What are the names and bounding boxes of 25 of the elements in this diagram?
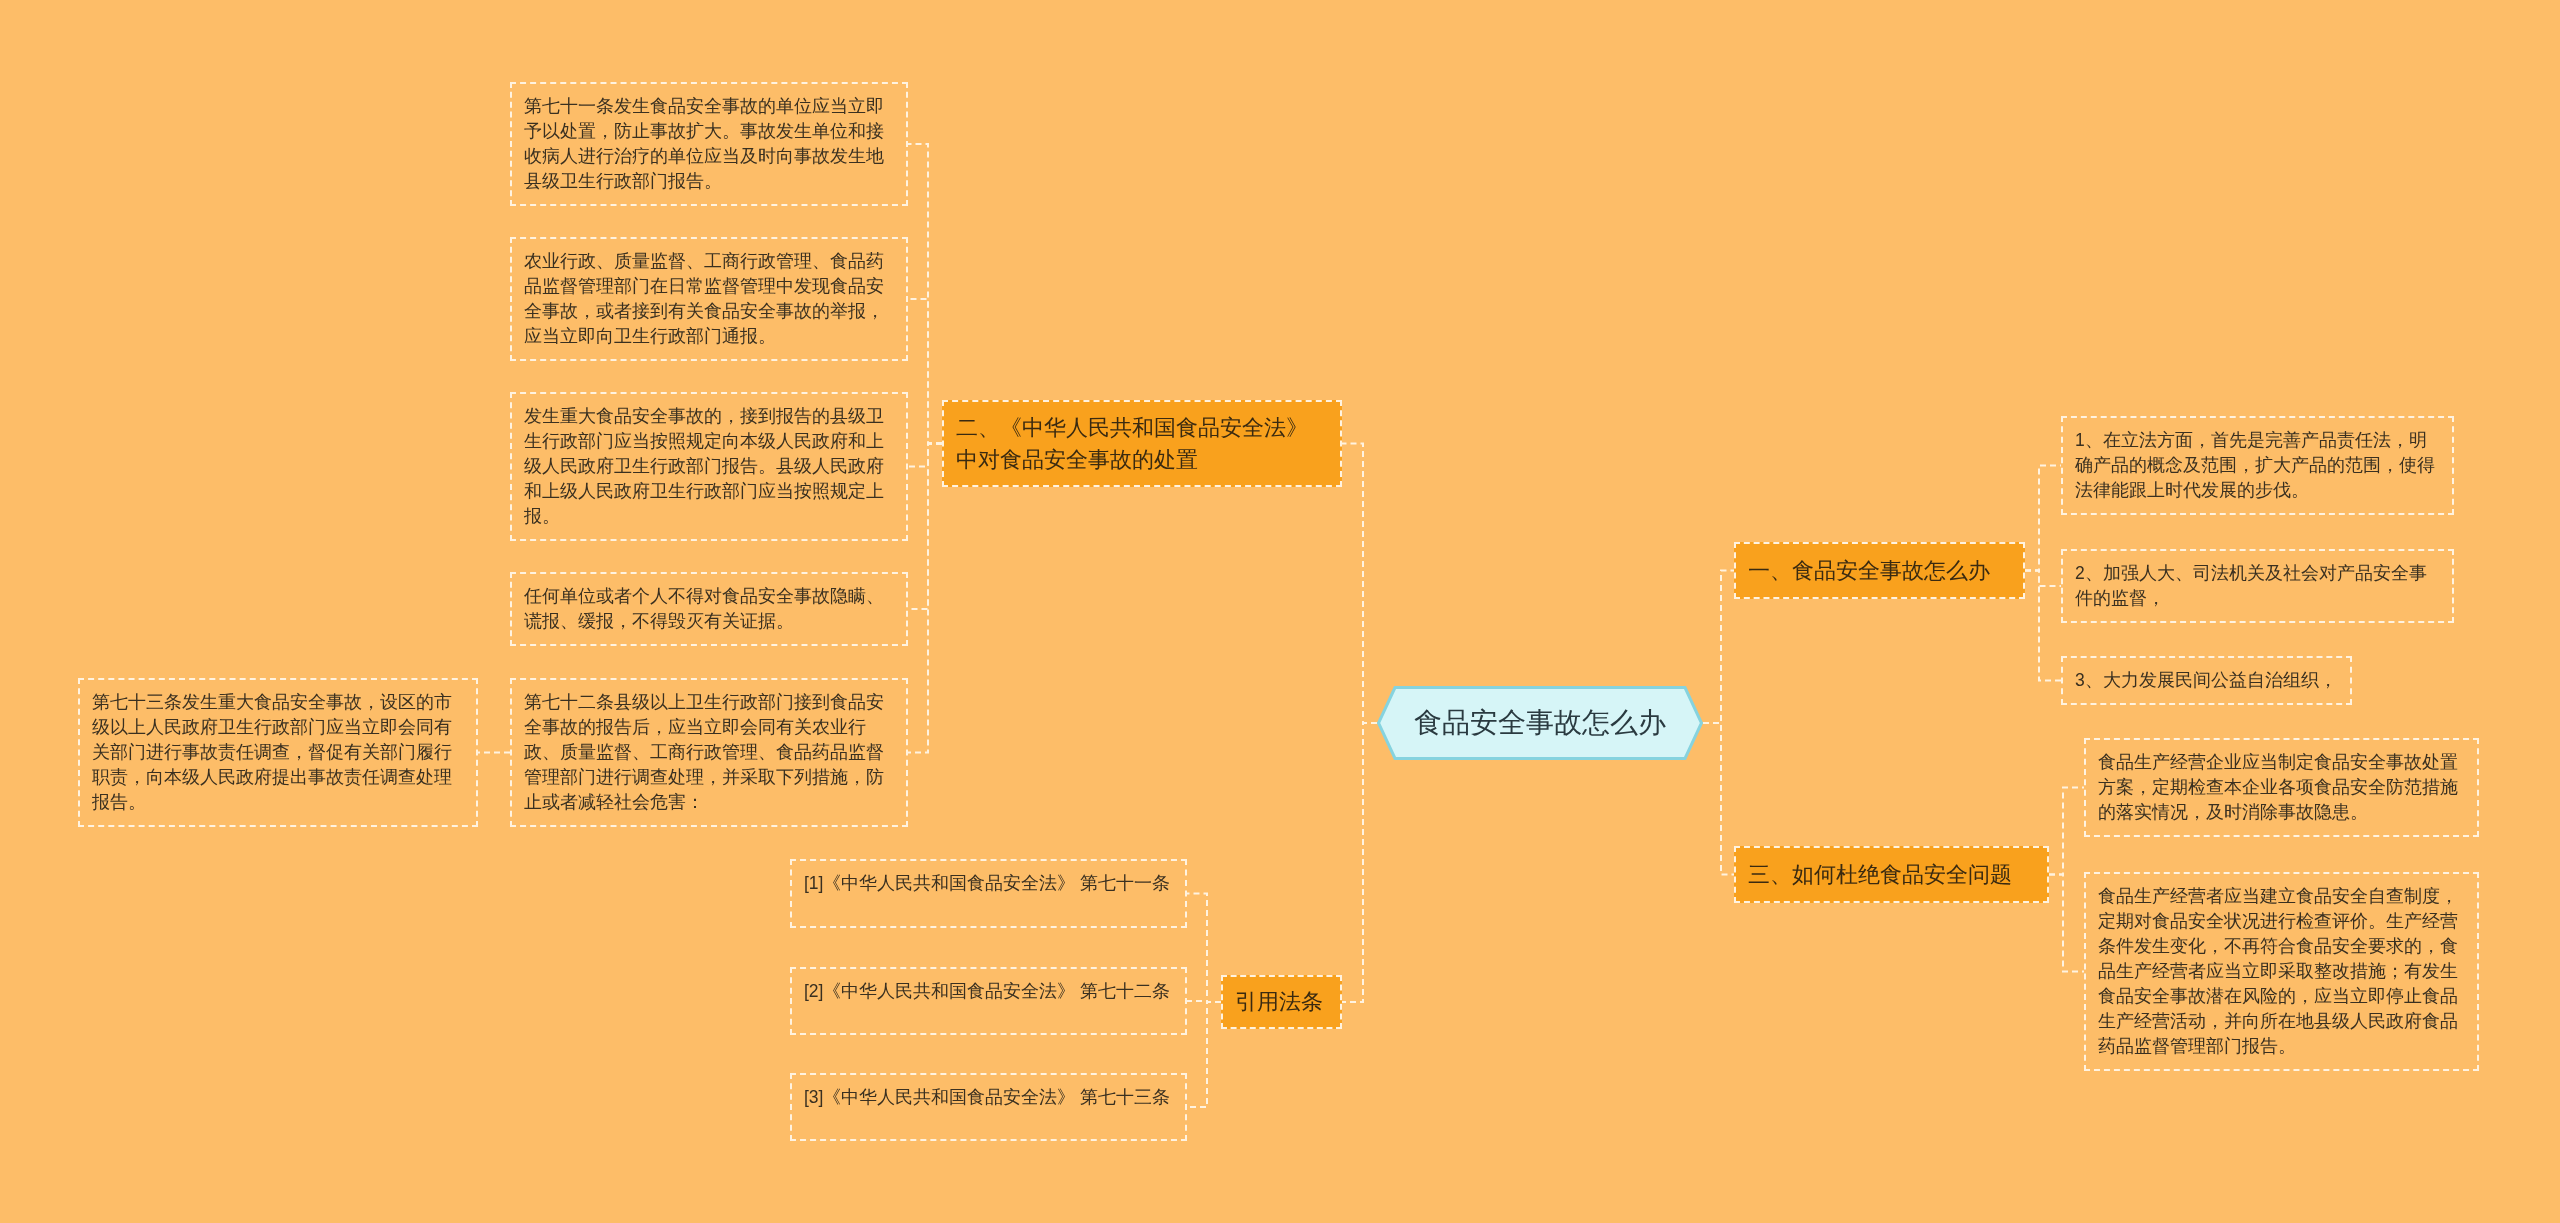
text-box: 1、在立法方面，首先是完善产品责任法，明确产品的概念及范围，扩大产品的范围，使得法律能跟上时代发展的步伐。	[2061, 416, 2454, 515]
connector	[907, 442, 943, 754]
topic-box: 二、《中华人民共和国食品安全法》中对食品安全事故的处置	[942, 400, 1342, 487]
connector	[1341, 722, 1378, 1003]
text-box: [2]《中华人民共和国食品安全法》 第七十二条	[790, 967, 1187, 1035]
text-box: 3、大力发展民间公益自治组织，	[2061, 656, 2352, 705]
connector	[1702, 722, 1735, 876]
text-box: [1]《中华人民共和国食品安全法》 第七十一条	[790, 859, 1187, 928]
text-box: 第七十三条发生重大食品安全事故，设区的市级以上人民政府卫生行政部门应当立即会同有关部门进行事故责任调查，督促有关部门履行职责，向本级人民政府提出事故责任调查处理报告。	[78, 678, 478, 827]
connector	[2024, 569, 2062, 682]
connector	[2048, 873, 2085, 973]
text-box: 2、加强人大、司法机关及社会对产品安全事件的监督，	[2061, 549, 2454, 623]
text-box: 农业行政、质量监督、工商行政管理、食品药品监督管理部门在日常监督管理中发现食品安全事故，或者接到有关食品安全事故的举报，应当立即向卫生行政部门通报。	[510, 237, 908, 361]
topic-box: 一、食品安全事故怎么办	[1734, 542, 2025, 599]
text-box: [3]《中华人民共和国食品安全法》 第七十三条	[790, 1073, 1187, 1141]
text-box: 发生重大食品安全事故的，接到报告的县级卫生行政部门应当按照规定向本级人民政府和上级人民政府卫生行政部门报告。县级人民政府和上级人民政府卫生行政部门应当按照规定上报。	[510, 392, 908, 541]
text-box: 第七十一条发生食品安全事故的单位应当立即予以处置，防止事故扩大。事故发生单位和接收病人进行治疗的单位应当及时向事故发生地县级卫生行政部门报告。	[510, 82, 908, 206]
text-box: 食品生产经营企业应当制定食品安全事故处置方案，定期检查本企业各项食品安全防范措施的落实情况，及时消除事故隐患。	[2084, 738, 2479, 837]
topic-box: 引用法条	[1221, 975, 1342, 1029]
connector	[477, 751, 511, 754]
text-box: 任何单位或者个人不得对食品安全事故隐瞒、谎报、缓报，不得毁灭有关证据。	[510, 572, 908, 646]
topic-box: 三、如何杜绝食品安全问题	[1734, 846, 2049, 903]
text-box: 食品生产经营者应当建立食品安全自查制度，定期对食品安全状况进行检查评价。生产经营条件发生变化，不再符合食品安全要求的，食品生产经营者应当立即采取整改措施；有发生食品安全事故潜在风险的，应当立即停止食品生产经营活动，并向所在地县级人民政府食品药品监督管理部门报告。	[2084, 872, 2479, 1071]
text-box: 第七十二条县级以上卫生行政部门接到食品安全事故的报告后，应当立即会同有关农业行政、质量监督、工商行政管理、食品药品监督管理部门进行调查处理，并采取下列措施，防止或者减轻社会危害：	[510, 678, 908, 827]
central-topic: 食品安全事故怎么办	[1377, 686, 1703, 760]
